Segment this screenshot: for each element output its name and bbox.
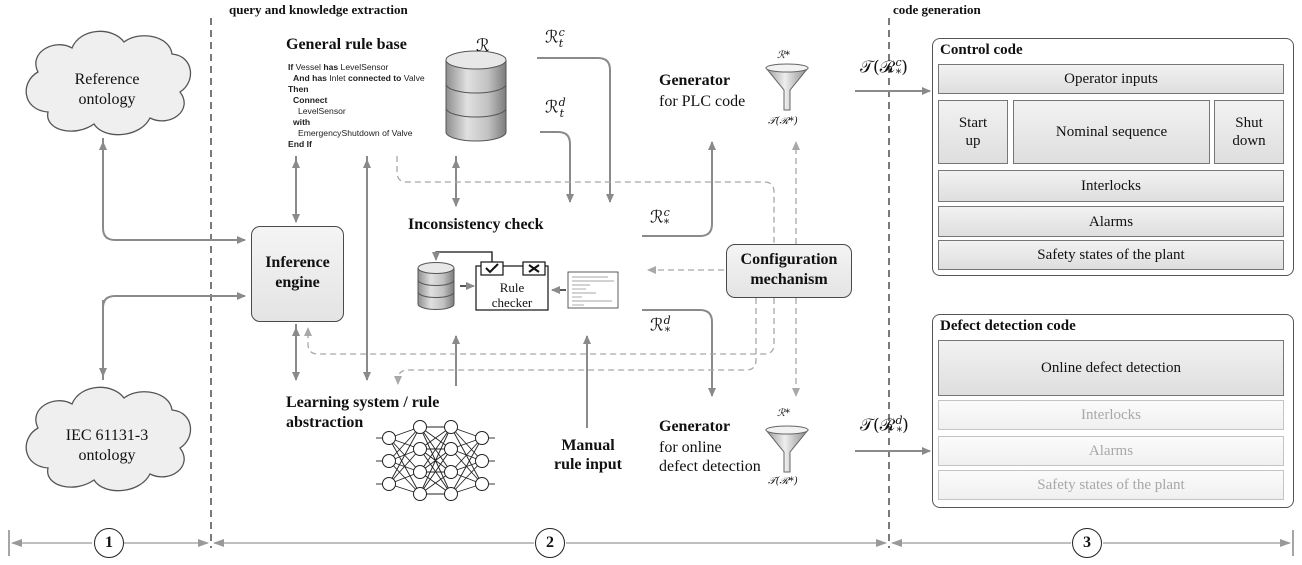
nn-node — [444, 465, 458, 479]
funnel-icon-defect — [764, 425, 810, 473]
nn-node — [382, 477, 396, 491]
nn-node — [444, 442, 458, 456]
configuration-dashed-lines — [304, 141, 800, 397]
configuration-mechanism-label: Configuration mechanism — [740, 251, 838, 288]
configuration-mechanism-box — [726, 244, 852, 298]
cell-safety-states: Safety states of the plant — [938, 240, 1284, 270]
inference-engine-box — [251, 226, 344, 322]
nn-node — [413, 487, 427, 501]
inconsistency-check-title: Inconsistency check — [408, 216, 544, 233]
label-r-t-c: ℛct — [545, 26, 565, 51]
cell-shut-down: Shut down — [1214, 100, 1284, 164]
reference-ontology-cloud — [25, 30, 192, 136]
nn-node — [413, 442, 427, 456]
section-marker-2: 2 — [535, 528, 565, 558]
cell-nominal-sequence: Nominal sequence — [1013, 100, 1210, 164]
generator-plc-input-symbol: ℛ* — [777, 50, 790, 61]
label-t-defect: 𝒯(ℛd*) — [860, 414, 909, 439]
generator-defect-subtitle-line1: for online — [659, 439, 722, 456]
nn-node — [475, 454, 489, 468]
reference-ontology-label: Reference ontology — [74, 71, 140, 108]
cell-interlocks: Interlocks — [938, 170, 1284, 202]
funnel-icon-plc — [764, 63, 810, 111]
nn-node — [413, 420, 427, 434]
rule-line: LevelSensor — [298, 106, 346, 116]
database-icon — [445, 50, 507, 142]
generator-plc-title: Generator — [659, 72, 731, 89]
label-r-t-d: ℛdt — [545, 96, 566, 121]
nn-node — [382, 454, 396, 468]
rule-line: Connect — [293, 95, 328, 105]
nn-edge — [419, 426, 452, 473]
rule-line: If Vessel has LevelSensor — [288, 62, 389, 72]
nn-edge — [388, 426, 421, 462]
cell-start-up: Start up — [938, 100, 1008, 164]
data-flow-arrows — [99, 57, 931, 455]
nn-node — [413, 465, 427, 479]
nn-edge — [419, 426, 452, 495]
general-rule-base-title: General rule base — [286, 36, 407, 53]
nn-node — [382, 431, 396, 445]
iec-ontology-label: IEC 61131-3 ontology — [65, 427, 149, 464]
control-code-title: Control code — [940, 42, 1023, 58]
rule-line: EmergencyShutdown of Valve — [298, 128, 413, 138]
nn-edge — [388, 426, 421, 485]
nn-edge — [450, 426, 483, 462]
generator-defect-subtitle-line2: defect detection — [659, 458, 761, 475]
nn-node — [475, 477, 489, 491]
generator-plc-output-symbol: 𝒯(ℛ*) — [768, 116, 798, 127]
section-marker-1: 1 — [94, 528, 124, 558]
cell-alarms: Alarms — [938, 206, 1284, 237]
cell-defect-interlocks: Interlocks — [938, 400, 1284, 430]
learning-system-title-line1: Learning system / rule — [286, 394, 440, 411]
nn-node — [475, 431, 489, 445]
nn-node — [444, 487, 458, 501]
nn-node — [444, 420, 458, 434]
label-r-star-d: ℛd* — [650, 314, 671, 339]
rule-line: And has Inlet connected to Valve — [293, 73, 425, 83]
cell-defect-safety-states: Safety states of the plant — [938, 470, 1284, 500]
generator-defect-output-symbol: 𝒯(ℛ*) — [768, 476, 798, 487]
generator-defect-title: Generator — [659, 418, 731, 435]
cell-defect-alarms: Alarms — [938, 436, 1284, 466]
section-marker-3: 3 — [1072, 528, 1102, 558]
label-r-star-c: ℛc* — [650, 206, 670, 231]
section-header-query: query and knowledge extraction — [229, 2, 408, 17]
section-timeline — [8, 530, 1294, 556]
nn-edge — [450, 437, 483, 473]
iec-ontology-cloud — [25, 386, 192, 492]
rule-line: End If — [288, 139, 312, 149]
rule-line: Then — [288, 84, 309, 94]
nn-edge — [388, 448, 421, 485]
rule-base-symbol: ℛ — [476, 36, 490, 56]
generator-plc-subtitle: for PLC code — [659, 93, 746, 110]
generator-defect-input-symbol: ℛ* — [777, 408, 790, 419]
nn-edge — [450, 460, 483, 495]
defect-detection-title: Defect detection code — [940, 318, 1076, 334]
learning-system-title-line2: abstraction — [286, 414, 364, 431]
rule-line: with — [293, 117, 311, 127]
label-t-control: 𝒯(ℛc*) — [860, 56, 908, 81]
cell-online-defect-detection: Online defect detection — [938, 340, 1284, 396]
rule-checker-label: Rule checker — [491, 280, 533, 310]
small-database-icon — [417, 262, 455, 310]
nn-edge — [388, 460, 421, 495]
section-header-codegen: code generation — [893, 2, 981, 17]
manual-rule-input-label: Manual rule input — [553, 437, 622, 473]
inference-engine-label: Inference engine — [265, 254, 330, 291]
nn-edge — [419, 448, 452, 495]
neural-network-icon — [376, 420, 495, 501]
cell-operator-inputs: Operator inputs — [938, 64, 1284, 94]
rule-checker — [432, 251, 619, 311]
nn-edge — [450, 437, 483, 495]
